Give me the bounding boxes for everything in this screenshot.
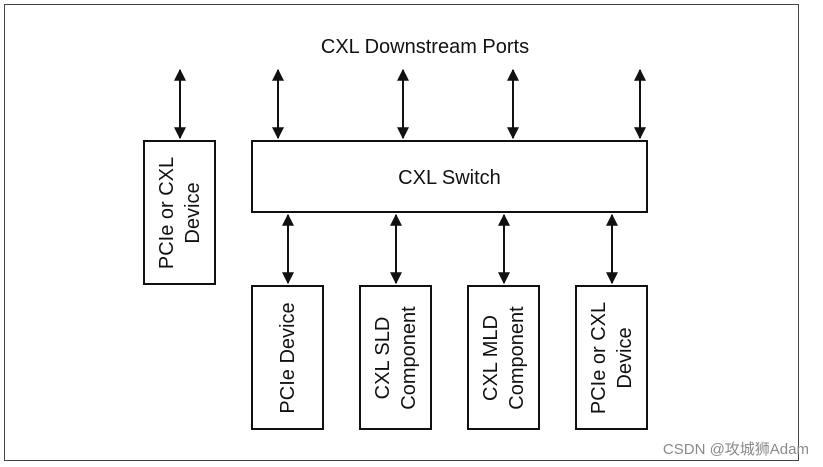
cxl-switch-label: CXL Switch (398, 167, 501, 189)
watermark: CSDN @攻城狮Adam (662, 441, 809, 458)
cxl-mld-component-box: CXL MLD Component (467, 285, 540, 430)
side-device-box: PCIe or CXL Device (143, 140, 216, 285)
pcie-or-cxl-device-box: PCIe or CXL Device (575, 285, 648, 430)
diagram-title: CXL Downstream Ports (320, 36, 530, 58)
cxl-switch-box: CXL Switch (251, 140, 648, 213)
cxl-sld-component-box: CXL SLD Component (359, 285, 432, 430)
pcie-device-box: PCIe Device (251, 285, 324, 430)
